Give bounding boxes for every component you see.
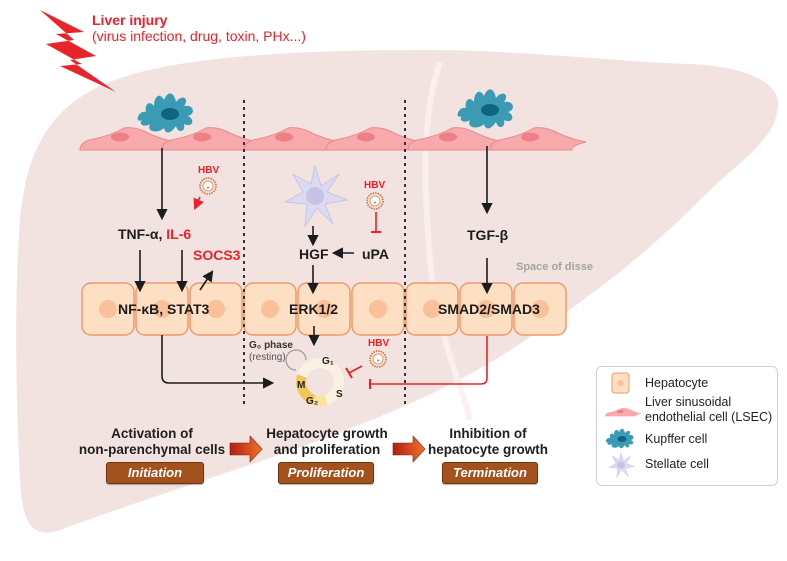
inhibit-hbv-upa	[371, 212, 381, 233]
legend-hepatocyte-label: Hepatocyte	[645, 376, 709, 390]
phase-initiation-badge: Initiation	[106, 462, 204, 484]
lsec-icon	[605, 407, 641, 417]
cell-cycle-ring	[285, 349, 344, 406]
hbv-label-1: HBV	[198, 165, 220, 176]
legend-kupffer-label: Kupffer cell	[645, 432, 708, 446]
tnf-alpha-label: TNF-α, IL-6	[118, 226, 191, 242]
liver-lobe-division	[422, 61, 473, 421]
arrow-stat3-to-socs3	[199, 270, 214, 291]
arrow-hbv-to-il6	[193, 196, 204, 211]
injury-title: Liver injury	[92, 12, 168, 28]
smad-label: SMAD2/SMAD3	[438, 301, 540, 317]
stage-initiation-description: Activation of non-parenchymal cells	[78, 426, 226, 457]
process-arrow-2	[392, 435, 426, 463]
g0-resting-label: (resting)	[249, 352, 286, 363]
process-arrow-1	[229, 435, 263, 463]
inhibit-smad-cycle	[369, 336, 488, 389]
hbv-virus-icon	[366, 192, 384, 210]
g2-label: G₂	[306, 396, 319, 407]
arrow-stat3-to-cycle	[161, 335, 275, 389]
phase-proliferation-badge: Proliferation	[278, 462, 374, 484]
stellate-cell-icon	[607, 451, 636, 478]
tgf-beta-label: TGF-β	[467, 227, 509, 243]
hbv-virus-icon	[199, 177, 217, 195]
socs3-label: SOCS3	[193, 247, 241, 263]
legend-stellate-label: Stellate cell	[645, 457, 709, 471]
g1-label: G₁	[322, 356, 334, 367]
g0-phase-label: G₀ phase	[249, 340, 293, 351]
hepatocyte-icon	[611, 372, 630, 394]
space-of-disse-label: Space of disse	[516, 261, 594, 273]
injury-causes: (virus infection, drug, toxin, PHx...)	[92, 28, 306, 44]
hbv-label-3: HBV	[368, 338, 390, 349]
s-label: S	[336, 389, 343, 400]
stage-termination-description: Inhibition of hepatocyte growth	[427, 426, 548, 457]
erk-label: ERK1/2	[289, 301, 339, 317]
hbv-virus-icon	[369, 350, 387, 368]
il6-label: IL-6	[166, 226, 192, 242]
legend-lsec-label-line2: endothelial cell (LSEC)	[645, 410, 773, 424]
upa-label: uPA	[362, 246, 389, 262]
tnf-alpha-text: TNF-α,	[118, 226, 163, 242]
stage-proliferation-description: Hepatocyte growth and proliferation	[266, 426, 388, 457]
legend-box: Hepatocyte Liver sinusoidal endothelial …	[596, 366, 778, 486]
lightning-bolt-icon	[40, 10, 116, 92]
kupffer-cell-icon	[605, 428, 634, 449]
m-label: M	[297, 380, 306, 391]
hbv-label-2: HBV	[364, 180, 386, 191]
inhibit-hbv-cycle	[345, 365, 363, 379]
hgf-label: HGF	[299, 246, 329, 262]
legend-lsec-label-line1: Liver sinusoidal	[645, 395, 732, 409]
legend-icons	[605, 372, 641, 478]
nfkb-stat3-label: NF-κB, STAT3	[118, 301, 210, 317]
phase-termination-badge: Termination	[442, 462, 538, 484]
